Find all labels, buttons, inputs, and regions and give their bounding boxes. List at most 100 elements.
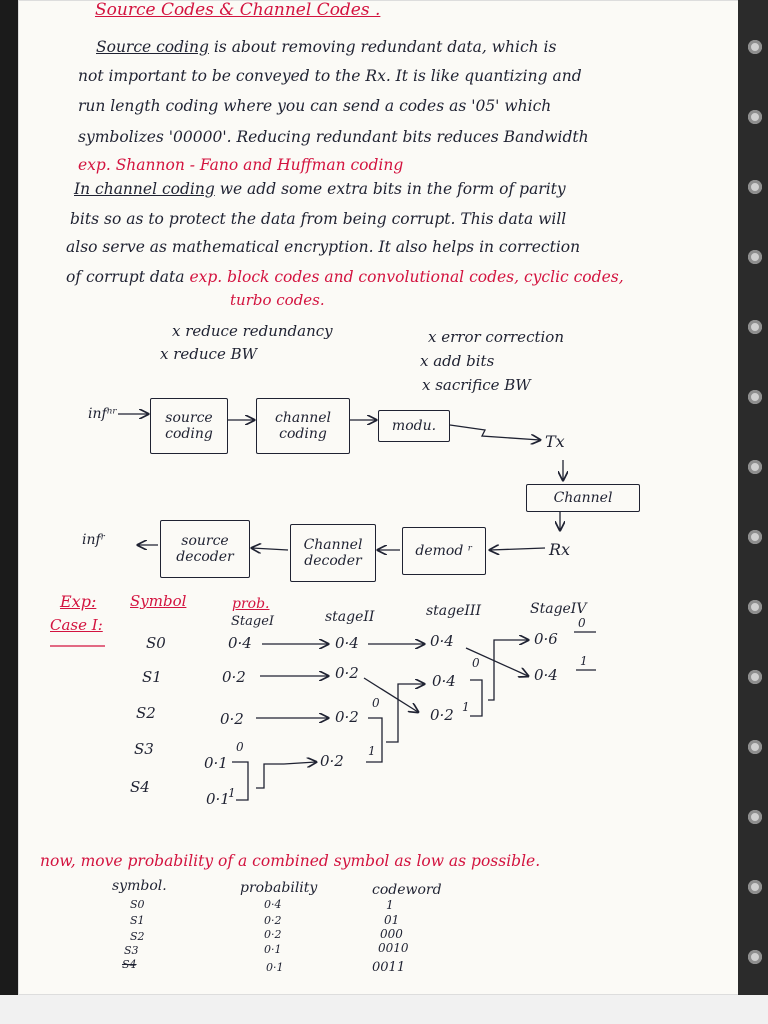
para-line-9: of corrupt data exp. block codes and con… bbox=[66, 268, 624, 286]
table-cell-codeword: 0011 bbox=[372, 960, 406, 975]
info-input-label: infⁿʳ bbox=[88, 406, 118, 422]
spiral-ring bbox=[748, 180, 762, 194]
bit-label: 1 bbox=[580, 654, 588, 668]
table-cell-probability: 0·1 bbox=[264, 943, 282, 956]
stage3-value: 0·4 bbox=[432, 672, 456, 690]
spiral-ring bbox=[748, 880, 762, 894]
bit-label: 0 bbox=[472, 656, 480, 670]
table-cell-probability: 0·2 bbox=[264, 914, 282, 927]
source-coding-term: Source coding bbox=[96, 38, 209, 56]
tx-label: Tx bbox=[545, 432, 565, 451]
stage4-header: StageIV bbox=[530, 601, 587, 617]
symbol-s4: S4 bbox=[130, 778, 150, 796]
stage2-header: stageII bbox=[325, 609, 375, 625]
table-cell-symbol: S1 bbox=[130, 914, 145, 927]
info-output-label: infʳ bbox=[82, 532, 106, 548]
symbol-s0: S0 bbox=[146, 634, 166, 652]
table-header-symbol: symbol. bbox=[112, 878, 167, 894]
para-line-9-example: exp. block codes and convolutional codes… bbox=[184, 268, 624, 286]
note-line: now, move probability of a combined symb… bbox=[40, 852, 541, 870]
rx-label: Rx bbox=[549, 540, 571, 559]
channel-point-3: x sacrifice BW bbox=[422, 376, 531, 394]
channel-coding-term: In channel coding bbox=[74, 180, 215, 198]
para-line-2: not important to be conveyed to the Rx. … bbox=[78, 67, 582, 85]
stage4-value: 0·4 bbox=[534, 666, 558, 684]
channel-point-2: x add bits bbox=[420, 352, 495, 370]
page-bottom-band bbox=[0, 995, 768, 1024]
spiral-ring bbox=[748, 740, 762, 754]
s34-stage1-to-2 bbox=[283, 762, 316, 764]
table-cell-codeword: 01 bbox=[384, 913, 400, 927]
stage2-value: 0·2 bbox=[335, 664, 359, 682]
channel-block: Channel bbox=[526, 484, 640, 512]
spiral-ring bbox=[748, 460, 762, 474]
notebook-page bbox=[18, 0, 750, 995]
channel-decoder-line-2: decoder bbox=[304, 553, 362, 569]
symbol-s1: S1 bbox=[142, 668, 162, 686]
channel-point-1: x error correction bbox=[428, 328, 564, 346]
table-cell-symbol: S3 bbox=[124, 944, 139, 957]
stage2-value: 0·2 bbox=[320, 752, 344, 770]
combine-stage2-out bbox=[386, 684, 424, 743]
spiral-ring bbox=[748, 250, 762, 264]
stage3-value: 0·4 bbox=[430, 632, 454, 650]
table-cell-symbol: S4 bbox=[122, 958, 137, 971]
spiral-ring bbox=[748, 600, 762, 614]
modulator-block: modu. bbox=[378, 410, 450, 442]
stage2-value: 0·4 bbox=[335, 634, 359, 652]
combine-stage3-out bbox=[488, 640, 528, 701]
combine-s3-s4 bbox=[232, 761, 249, 801]
demodulator-block: demod ʳ bbox=[402, 527, 486, 575]
source-coding-line-2: coding bbox=[165, 426, 213, 442]
table-cell-probability: 0·4 bbox=[264, 898, 282, 911]
bit-label: 0 bbox=[578, 616, 586, 630]
channel-coding-line-1: channel bbox=[275, 410, 331, 426]
spiral-ring bbox=[748, 390, 762, 404]
para-line-6-rest: we add some extra bits in the form of pa… bbox=[214, 180, 566, 198]
table-header-probability: probability bbox=[240, 880, 318, 896]
stage1-header: StageI bbox=[231, 614, 275, 629]
table-cell-symbol: S2 bbox=[130, 930, 145, 943]
para-line-1: Source coding is about removing redundan… bbox=[96, 38, 556, 56]
source-decoder-line-2: decoder bbox=[176, 549, 234, 565]
bit-label: 0 bbox=[236, 740, 244, 754]
bit-label: 1 bbox=[368, 744, 376, 758]
spiral-ring bbox=[748, 670, 762, 684]
para-line-5-example: exp. Shannon - Fano and Huffman coding bbox=[78, 156, 404, 174]
stage1-value: 0·2 bbox=[222, 668, 246, 686]
stage1-value: 0·1 bbox=[204, 754, 228, 772]
spiral-ring bbox=[748, 950, 762, 964]
example-label: Exp: bbox=[60, 592, 97, 611]
source-point-1: x reduce redundancy bbox=[172, 322, 333, 340]
para-line-3: run length coding where you can send a c… bbox=[78, 97, 552, 115]
stage1-value: 0·1 bbox=[206, 790, 230, 808]
para-line-10: turbo codes. bbox=[230, 291, 325, 309]
stage3-value: 0·2 bbox=[430, 706, 454, 724]
table-cell-codeword: 000 bbox=[380, 927, 403, 941]
arrow-to-source-decoder bbox=[252, 548, 289, 550]
stage3-to-4-cross bbox=[465, 647, 528, 676]
case-label: Case I: bbox=[50, 616, 103, 634]
bit-label: 1 bbox=[228, 786, 236, 800]
spiral-ring bbox=[748, 320, 762, 334]
table-cell-probability: 0·1 bbox=[266, 961, 284, 974]
symbol-s2: S2 bbox=[136, 704, 156, 722]
bit-label: 1 bbox=[462, 700, 470, 714]
symbol-column-header: Symbol bbox=[130, 592, 187, 610]
source-decoder-line-1: source bbox=[181, 533, 229, 549]
spiral-ring bbox=[748, 40, 762, 54]
stage1-value: 0·4 bbox=[228, 634, 252, 652]
table-cell-probability: 0·2 bbox=[264, 928, 282, 941]
stage2-to-3-cross bbox=[363, 677, 418, 712]
prob-column-header: prob. bbox=[232, 596, 270, 612]
table-cell-symbol: S0 bbox=[130, 898, 145, 911]
bit-label: 0 bbox=[372, 696, 380, 710]
channel-decoder-line-1: Channel bbox=[303, 537, 363, 553]
spiral-ring bbox=[748, 110, 762, 124]
stage4-value: 0·6 bbox=[534, 630, 558, 648]
